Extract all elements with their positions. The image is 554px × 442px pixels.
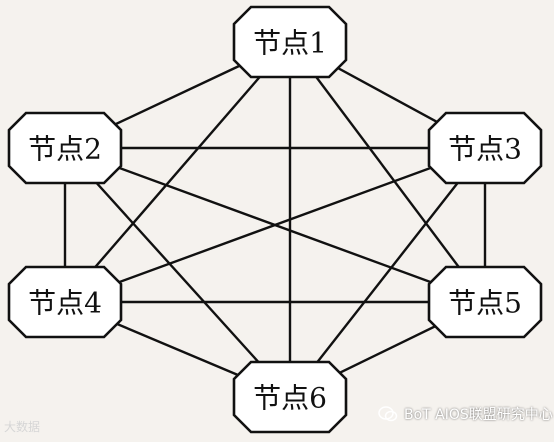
node-n3: 节点3 (427, 111, 543, 185)
node-label-n3: 节点3 (448, 133, 522, 166)
edge-n1-n4 (64, 41, 291, 303)
watermark-right: BoT AIOS联盟研究中心 (378, 404, 553, 424)
node-n1: 节点1 (232, 5, 348, 79)
node-label-n1: 节点1 (253, 27, 327, 60)
edges-layer (63, 40, 487, 399)
node-shape-n3 (427, 111, 543, 185)
node-n5: 节点5 (427, 265, 543, 339)
node-shape-n5 (427, 265, 543, 339)
edge-n1-n5 (289, 41, 486, 303)
node-shape-n6 (232, 360, 348, 434)
edge-n3-n6 (289, 147, 486, 398)
node-label-n6: 节点6 (253, 382, 327, 415)
node-label-n4: 节点4 (28, 287, 102, 320)
node-label-n2: 节点2 (28, 133, 102, 166)
node-n6: 节点6 (232, 360, 348, 434)
edge-n2-n6 (64, 147, 291, 398)
node-label-n5: 节点5 (448, 287, 522, 320)
edge-n3-n4 (64, 146, 486, 304)
node-shape-n2 (7, 111, 123, 185)
wechat-icon (378, 406, 398, 422)
node-shape-n4 (7, 265, 123, 339)
watermark-right-text: BoT AIOS联盟研究中心 (404, 407, 553, 423)
nodes-layer: 节点1 节点2 节点3 节点4 节点5 节点6 (7, 5, 543, 434)
watermark-left: 大数据 (4, 418, 40, 435)
node-n2: 节点2 (7, 111, 123, 185)
node-n4: 节点4 (7, 265, 123, 339)
watermark-left-text: 大数据 (4, 420, 41, 434)
node-shape-n1 (232, 5, 348, 79)
